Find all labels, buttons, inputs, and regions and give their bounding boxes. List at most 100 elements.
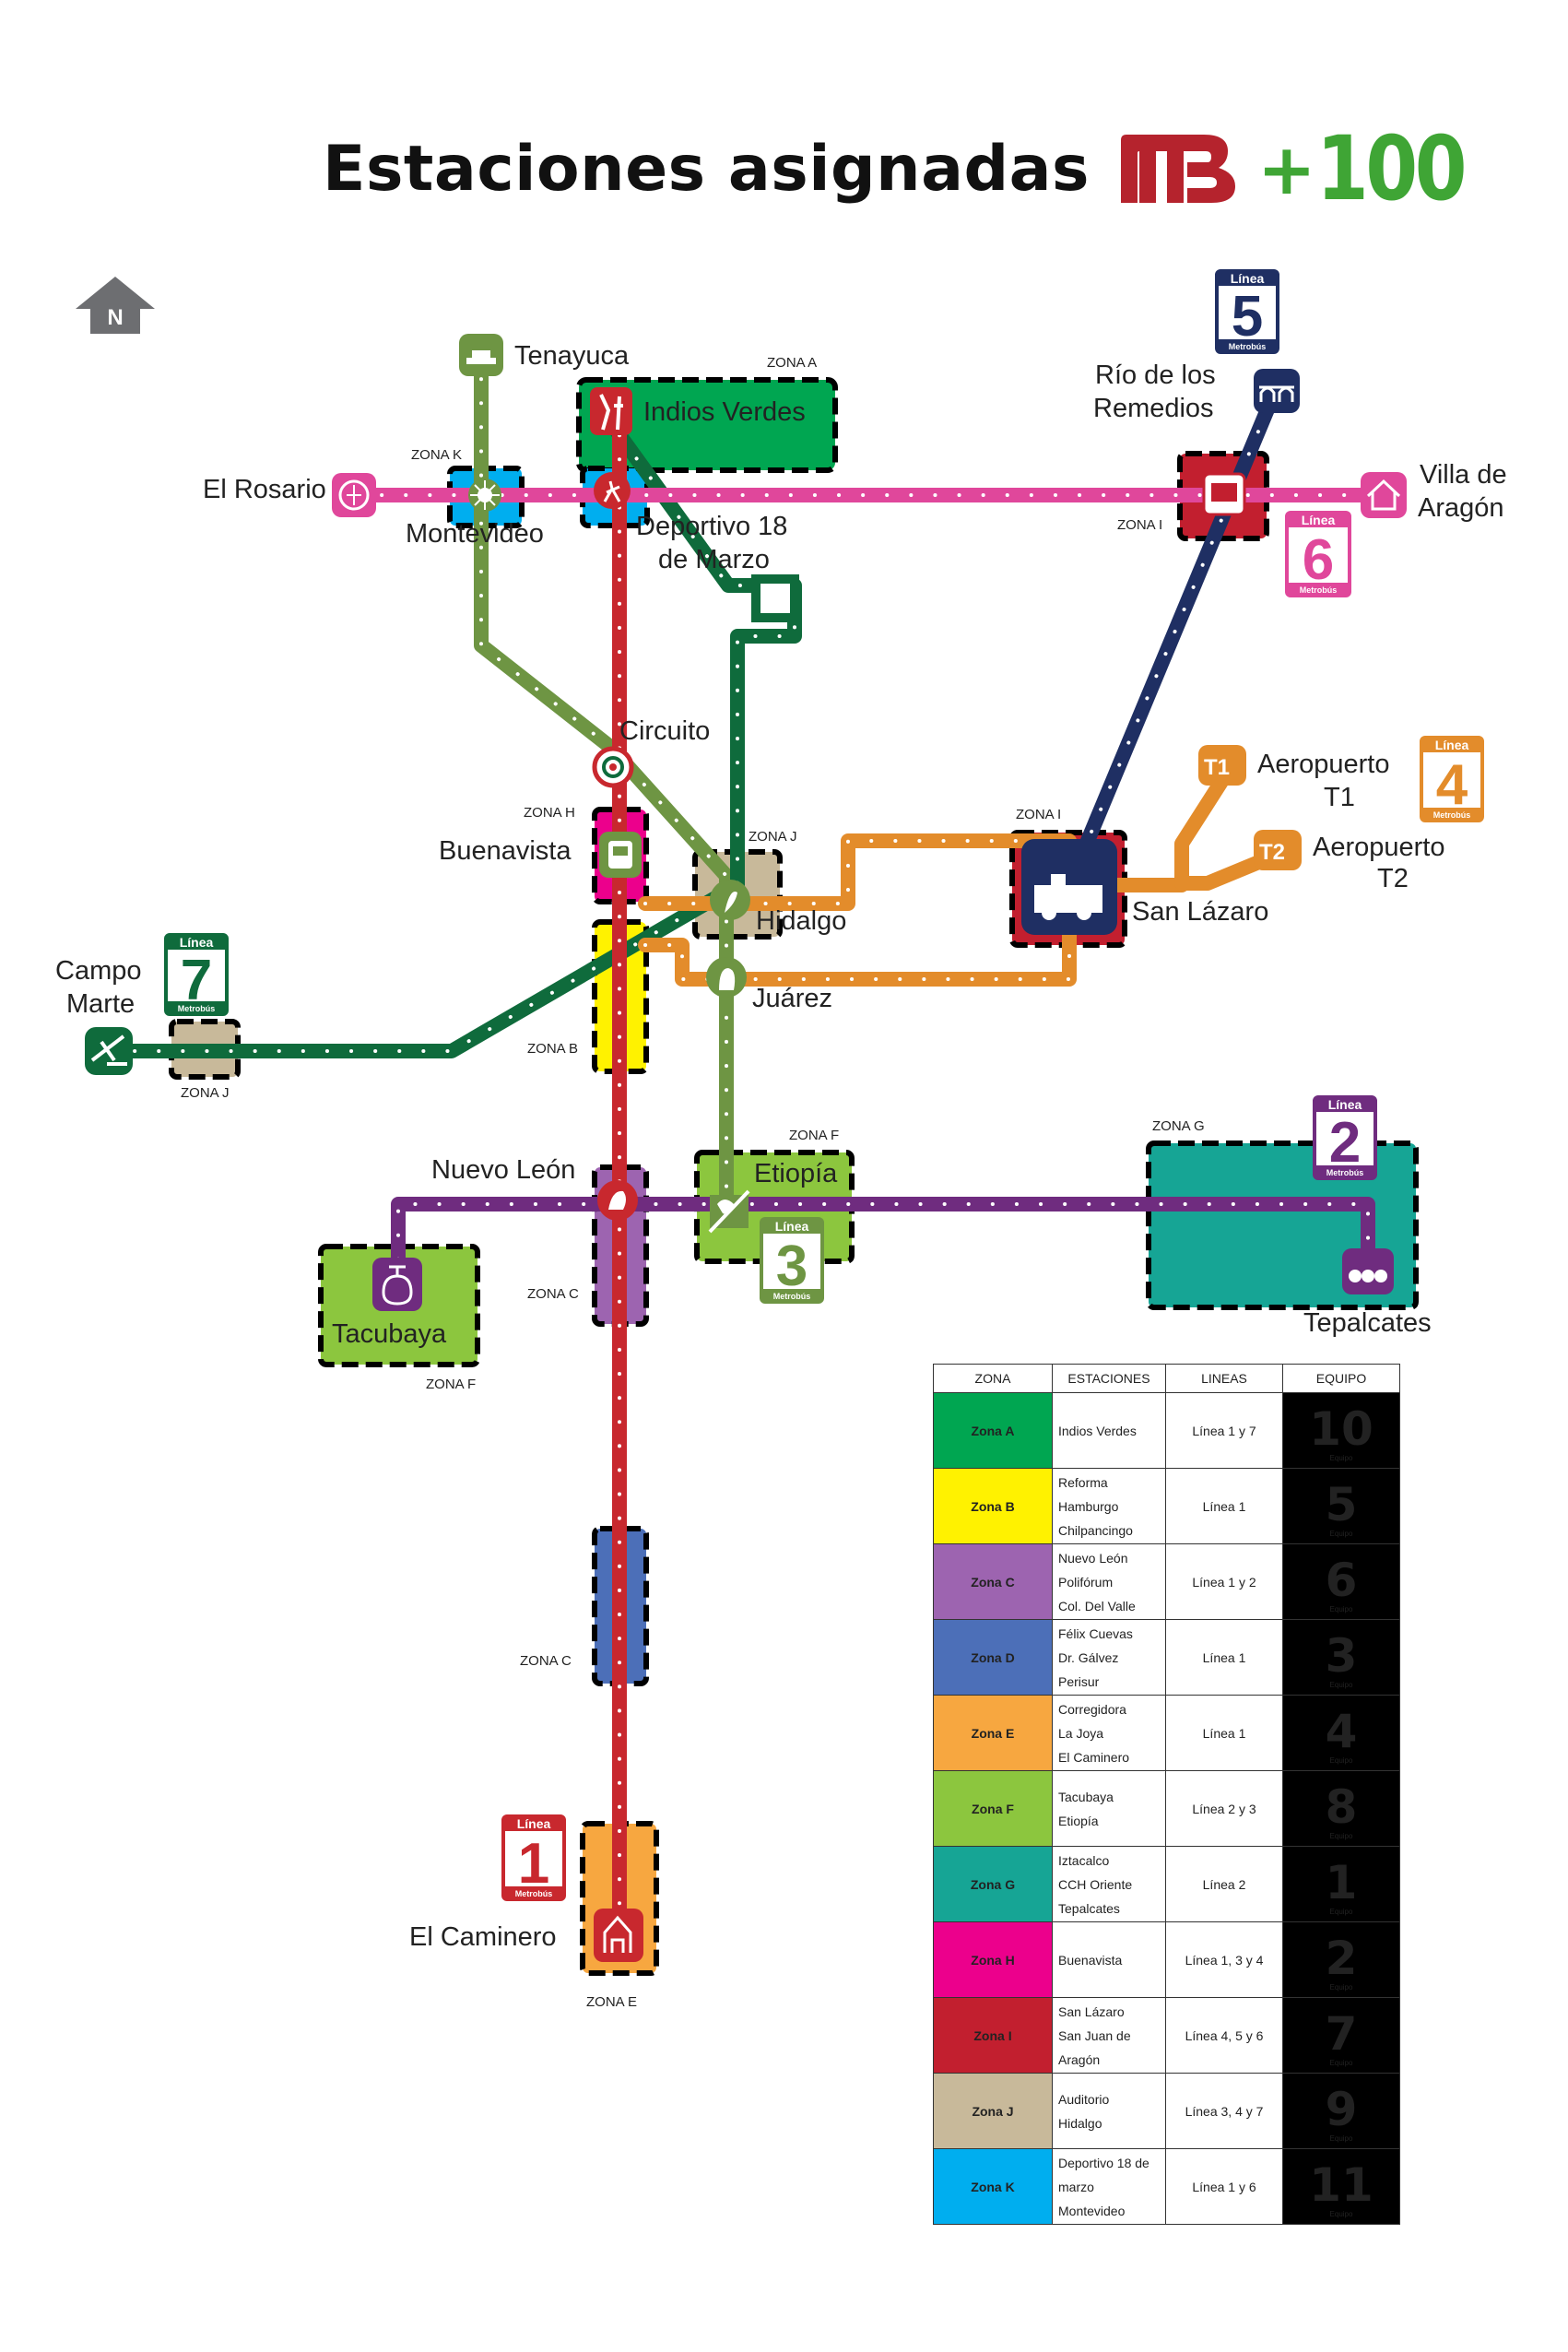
station-campo-marte-1: Campo [55, 956, 142, 986]
team-number: 5 [1325, 1477, 1358, 1531]
zone-name-cell: Zona C [933, 1543, 1053, 1620]
station-san-lazaro: San Lázaro [1132, 897, 1268, 927]
lines-cell: Línea 1 [1165, 1695, 1283, 1771]
station-entry: CCH Oriente [1058, 1876, 1133, 1892]
aeropuerto-t1-icon: T1 [1198, 745, 1246, 786]
header-zona: ZONA [933, 1364, 1053, 1393]
station-entry: Perisur [1058, 1673, 1100, 1689]
zone-name-cell: Zona I [933, 1997, 1053, 2074]
station-entry: Reforma [1058, 1474, 1108, 1490]
linea-6-word: Línea [1302, 513, 1336, 527]
station-entry: Chilpancingo [1058, 1522, 1133, 1538]
lines-cell: Línea 4, 5 y 6 [1165, 1997, 1283, 2074]
linea-4-badge: Línea 4 Metrobús [1420, 736, 1484, 822]
line-badges: Línea 5 Metrobús Línea 6 Metrobús Línea … [164, 269, 1484, 1901]
lines-cell: Línea 1 [1165, 1619, 1283, 1696]
station-entry: Félix Cuevas [1058, 1625, 1133, 1641]
station-labels: Tenayuca Indios Verdes El Rosario Montev… [55, 341, 1507, 1952]
tacubaya-icon [372, 1258, 422, 1311]
team-number: 7 [1325, 2006, 1358, 2061]
station-villa-aragon-1: Villa de [1420, 460, 1507, 490]
line-7-dots [107, 418, 796, 1053]
team-number: 11 [1309, 2157, 1373, 2212]
team-sub-label: Equipo [1329, 2210, 1353, 2218]
station-entry: Auditorio [1058, 2091, 1110, 2107]
station-entry: Tacubaya [1058, 1789, 1114, 1804]
lines-cell: Línea 2 [1165, 1846, 1283, 1922]
zone-name-cell: Zona F [933, 1770, 1053, 1847]
station-entry: Etiopía [1058, 1813, 1099, 1828]
deportivo-icon [594, 472, 631, 509]
station-icons: T1 T2 [85, 334, 1407, 1962]
station-buenavista: Buenavista [439, 836, 572, 866]
zone-label-j-left: ZONA J [181, 1085, 230, 1101]
zone-label-k: ZONA K [411, 447, 462, 463]
team-sub-label: Equipo [1329, 1605, 1353, 1613]
team-number: 6 [1325, 1553, 1358, 1607]
linea-1-num: 1 [518, 1832, 549, 1896]
station-entry: Nuevo León [1058, 1550, 1128, 1566]
linea-5-word: Línea [1231, 271, 1265, 286]
team-sub-label: Equipo [1329, 1454, 1353, 1462]
station-entry: Polifórum [1058, 1574, 1114, 1590]
linea5-terminal-box [751, 574, 799, 622]
team-number: 8 [1325, 1779, 1358, 1834]
station-deportivo-2: de Marzo [658, 545, 770, 574]
linea-3-badge: Línea 3 Metrobús [760, 1217, 824, 1304]
station-deportivo-1: Deportivo 18 [636, 512, 787, 541]
zone-labels: ZONA A ZONA K ZONA I ZONA H ZONA J ZONA … [181, 355, 1205, 2010]
linea-6-badge: Línea 6 Metrobús [1285, 511, 1351, 597]
zone-name-cell: Zona K [933, 2148, 1053, 2225]
header: Estaciones asignadas + 100 [323, 117, 1490, 220]
el-caminero-icon [594, 1909, 643, 1962]
station-aeropuerto-t1-1: Aeropuerto [1257, 750, 1390, 779]
logo-hundred: 100 [1315, 117, 1468, 220]
t2-icon-text: T2 [1259, 840, 1285, 865]
juarez-icon [706, 957, 747, 998]
station-tacubaya: Tacubaya [332, 1319, 447, 1349]
station-rio-remedios-1: Río de los [1095, 360, 1216, 390]
lines-cell: Línea 3, 4 y 7 [1165, 2073, 1283, 2149]
header-lineas: LINEAS [1165, 1364, 1283, 1393]
station-entry: Indios Verdes [1058, 1423, 1137, 1438]
header-estaciones: ESTACIONES [1052, 1364, 1166, 1393]
station-circuito: Circuito [619, 716, 710, 746]
header-equipo: EQUIPO [1282, 1364, 1400, 1393]
station-entry: Tepalcates [1058, 1900, 1120, 1916]
zone-label-c-bottom: ZONA C [520, 1653, 572, 1669]
zone-name-cell: Zona B [933, 1468, 1053, 1544]
line-3-dots [479, 353, 728, 1200]
station-tepalcates: Tepalcates [1303, 1308, 1432, 1338]
station-hidalgo: Hidalgo [756, 906, 846, 936]
metrobus-logo [1121, 135, 1236, 203]
zone-name-cell: Zona D [933, 1619, 1053, 1696]
team-number: 2 [1325, 1931, 1358, 1985]
linea-6-sub: Metrobús [1300, 585, 1338, 595]
villa-aragon-icon [1361, 472, 1407, 518]
zone-label-c-top: ZONA C [527, 1286, 579, 1302]
station-el-rosario: El Rosario [203, 475, 326, 504]
linea-3-num: 3 [776, 1235, 808, 1298]
tepalcates-icon [1342, 1248, 1394, 1294]
station-villa-aragon-2: Aragón [1418, 493, 1504, 523]
station-entry: Iztacalco [1058, 1852, 1110, 1868]
